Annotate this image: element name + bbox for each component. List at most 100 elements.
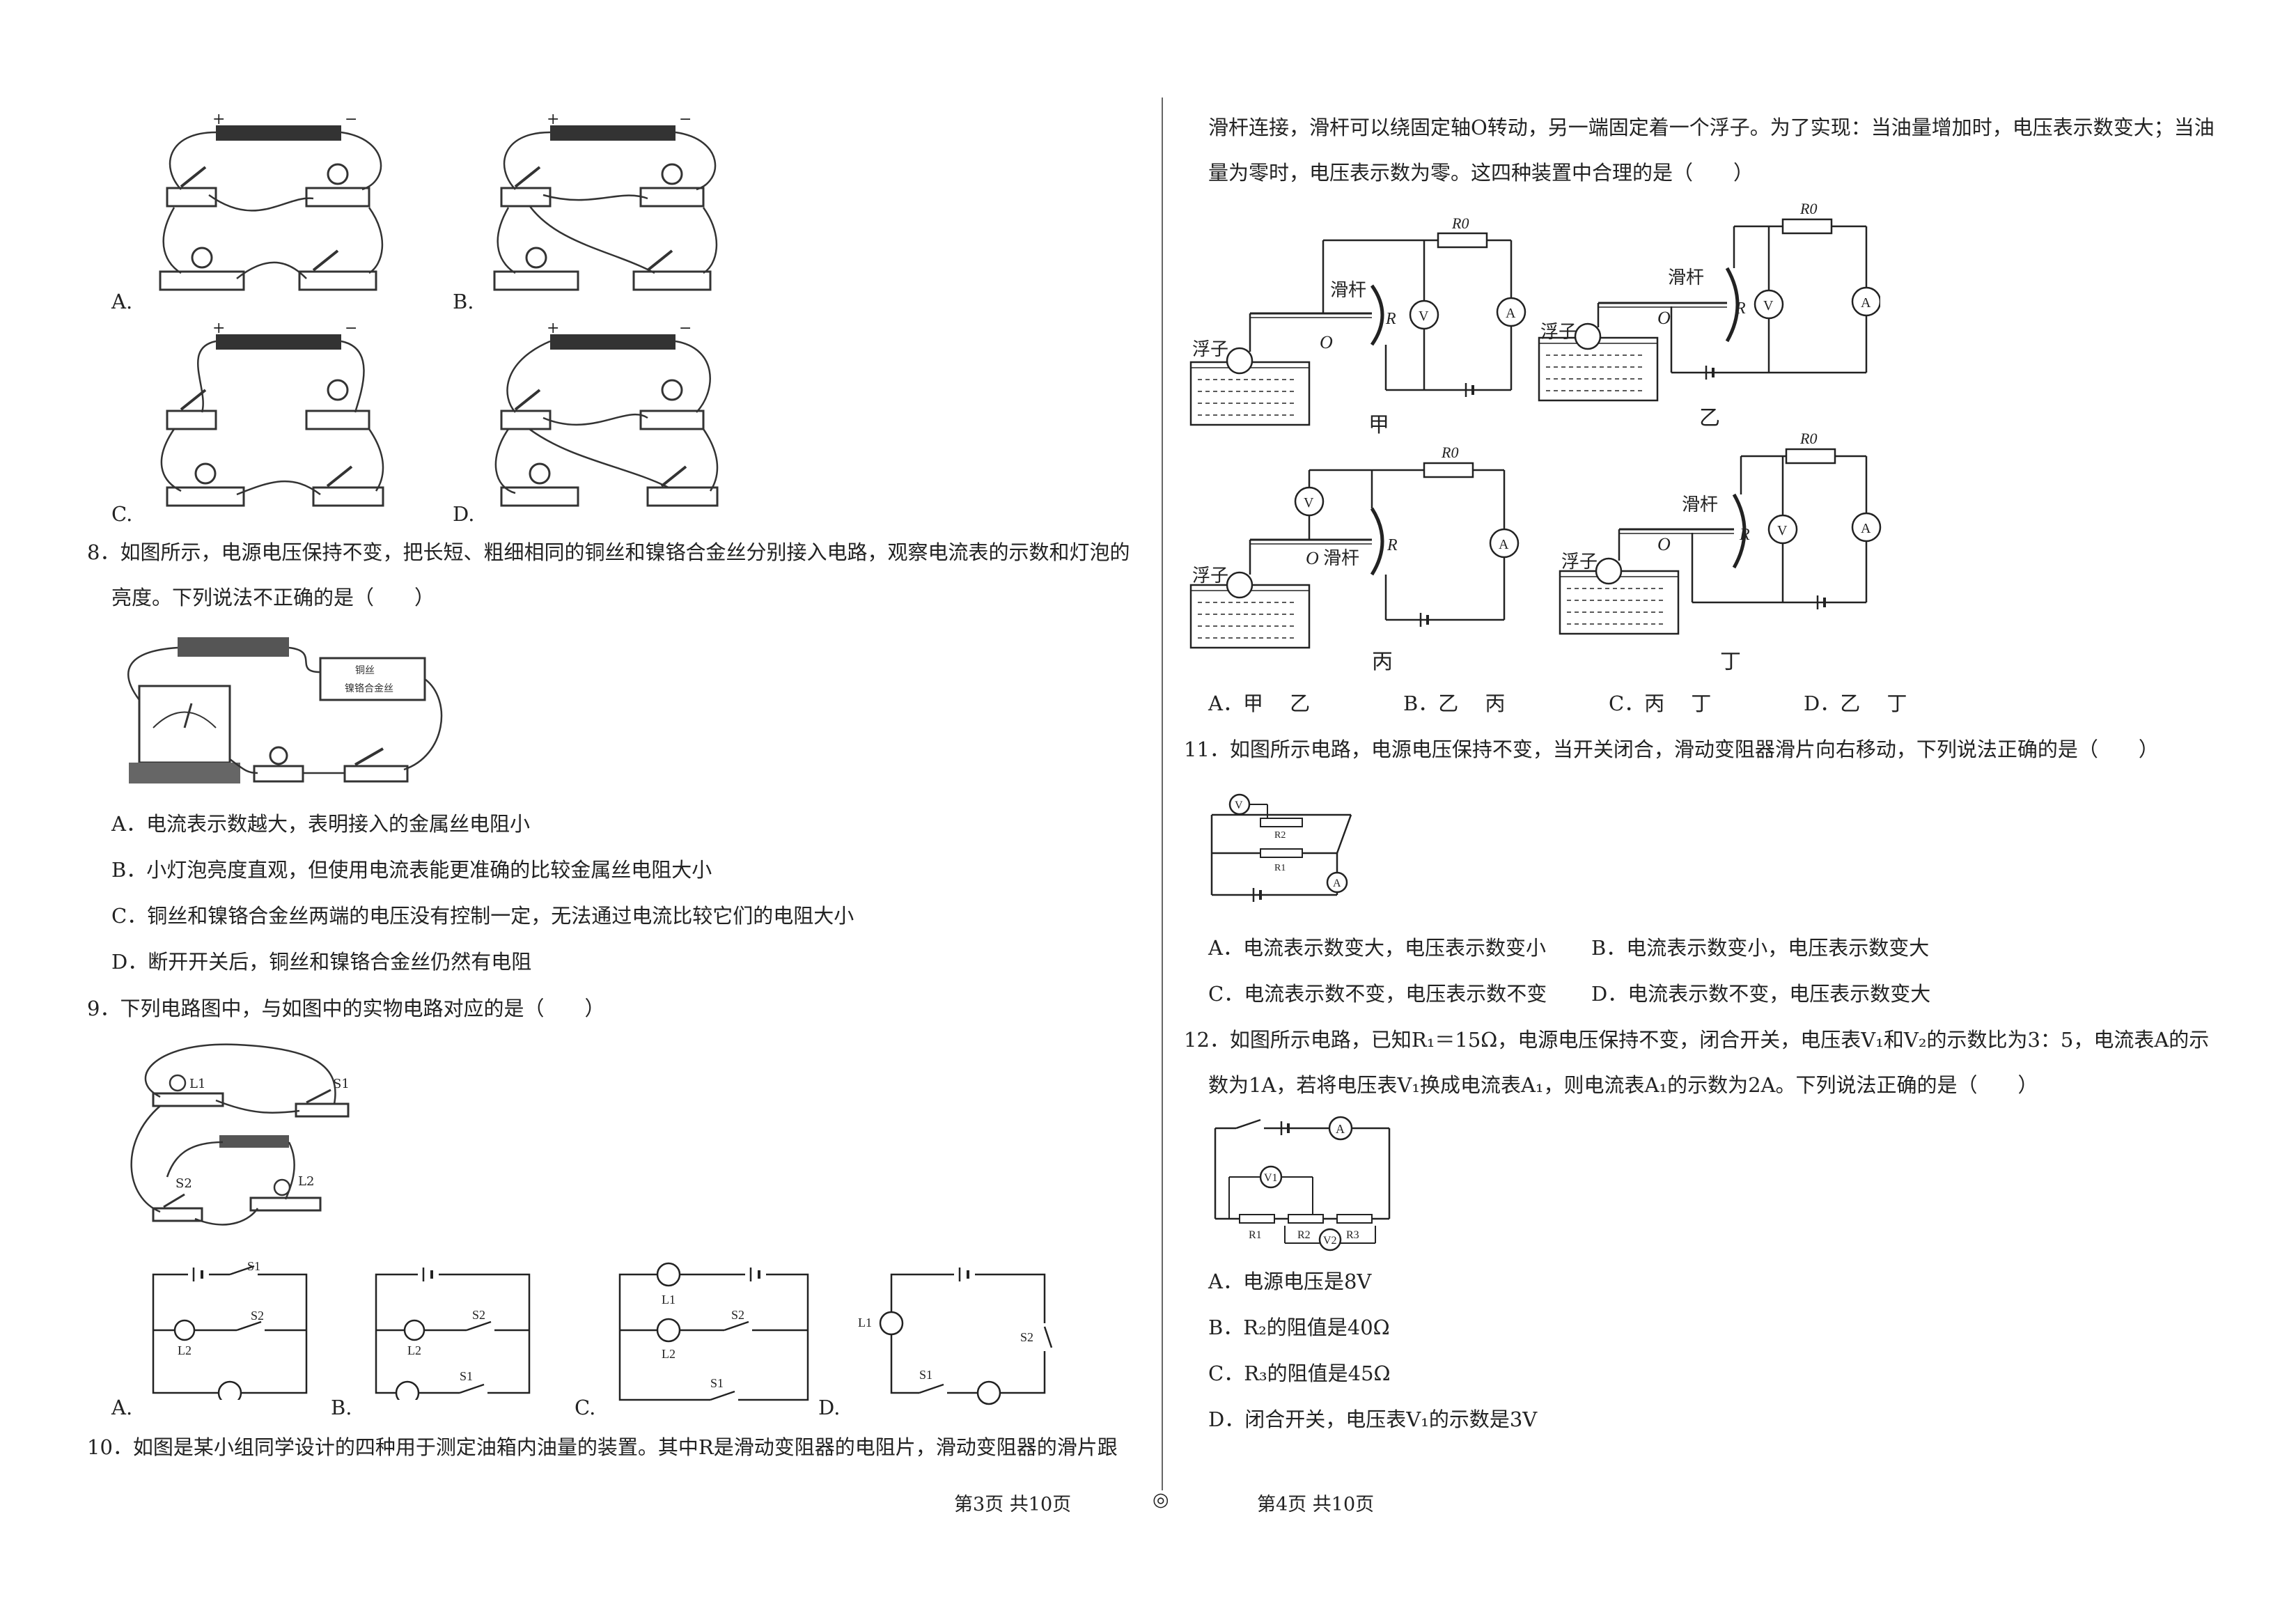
- q9-circuit-b: L2 S2 L1 S1: [362, 1261, 543, 1400]
- q12-option-c[interactable]: C．R₃的阻值是45Ω: [1208, 1362, 1391, 1385]
- q11-option-b[interactable]: B．电流表示数变小，电压表示数变大: [1591, 936, 1930, 960]
- q10-figure-bing: 浮子 O 滑杆 R V R0 A 丙: [1184, 428, 1532, 679]
- svg-text:浮子: 浮子: [1540, 322, 1577, 342]
- q7-option-b[interactable]: B.: [453, 290, 474, 313]
- svg-text:R0: R0: [1441, 444, 1458, 461]
- svg-text:V2: V2: [1323, 1235, 1337, 1247]
- svg-text:O: O: [1306, 548, 1319, 568]
- q12-option-a[interactable]: A．电源电压是8V: [1208, 1270, 1372, 1293]
- svg-text:乙: 乙: [1699, 407, 1720, 430]
- svg-text:A: A: [1336, 1122, 1345, 1136]
- svg-text:L2: L2: [662, 1347, 675, 1361]
- svg-text:L1: L1: [858, 1316, 872, 1329]
- svg-text:R: R: [1387, 536, 1398, 554]
- svg-text:S1: S1: [710, 1376, 724, 1390]
- q8-board-label-copper: 铜丝: [355, 665, 375, 676]
- q8-board-label-alloy: 镍铬合金丝: [345, 683, 393, 694]
- svg-text:−: −: [679, 320, 692, 337]
- svg-text:R0: R0: [1799, 430, 1817, 447]
- svg-text:S2: S2: [731, 1308, 744, 1322]
- q9-option-c[interactable]: C.: [575, 1396, 596, 1419]
- q7-figure-c: +−: [153, 320, 404, 515]
- q9-circuit-a: S1 L2 S2 L1: [139, 1261, 320, 1400]
- svg-text:L2: L2: [298, 1174, 314, 1189]
- svg-text:O: O: [1320, 332, 1333, 352]
- q11-circuit-figure: V R2 R1 A: [1205, 783, 1365, 905]
- q12-option-d[interactable]: D．闭合开关，电压表V₁的示数是3V: [1208, 1407, 1538, 1431]
- svg-text:−: −: [345, 111, 357, 128]
- svg-text:V: V: [1419, 309, 1429, 324]
- svg-text:V: V: [1763, 298, 1774, 313]
- q11-option-c[interactable]: C．电流表示数不变，电压表示数不变: [1208, 982, 1547, 1006]
- q12-option-b[interactable]: B．R₂的阻值是40Ω: [1208, 1316, 1390, 1339]
- q9-option-d[interactable]: D.: [818, 1396, 841, 1419]
- svg-text:R1: R1: [1249, 1229, 1262, 1241]
- svg-text:S1: S1: [460, 1369, 473, 1383]
- svg-text:滑杆: 滑杆: [1323, 548, 1359, 568]
- q9-option-b[interactable]: B.: [331, 1396, 352, 1419]
- q10-option-a[interactable]: A．甲 乙: [1208, 692, 1311, 715]
- svg-text:L2: L2: [407, 1343, 421, 1357]
- svg-text:滑杆: 滑杆: [1668, 267, 1704, 288]
- svg-text:浮子: 浮子: [1192, 566, 1228, 586]
- q8-option-c[interactable]: C．铜丝和镍铬合金丝两端的电压没有控制一定，无法通过电流比较它们的电阻大小: [111, 904, 854, 928]
- svg-text:L2: L2: [983, 1404, 997, 1407]
- svg-text:L1: L1: [189, 1077, 205, 1091]
- svg-text:−: −: [679, 111, 692, 128]
- svg-text:L1: L1: [662, 1293, 675, 1307]
- q8-option-d[interactable]: D．断开开关后，铜丝和镍铬合金丝仍然有电阻: [111, 950, 532, 974]
- q9-option-a[interactable]: A.: [111, 1396, 133, 1419]
- svg-text:丁: 丁: [1720, 650, 1741, 673]
- svg-text:+: +: [212, 111, 225, 128]
- q10-option-d[interactable]: D．乙 丁: [1804, 692, 1907, 715]
- q10-text-line2: 滑杆连接，滑杆可以绕固定轴O转动，另一端固定着一个浮子。为了实现：当油量增加时，…: [1208, 116, 2215, 139]
- q9-text-line1: 9．下列电路图中，与如图中的实物电路对应的是（ ）: [87, 997, 605, 1020]
- svg-text:A: A: [1861, 295, 1871, 311]
- q8-text-line2: 亮度。下列说法不正确的是（ ）: [111, 586, 435, 609]
- svg-text:S1: S1: [333, 1077, 350, 1091]
- svg-text:S2: S2: [175, 1176, 192, 1191]
- q10-figure-jia: 浮子 O 滑杆 R R0 V A 甲: [1184, 209, 1532, 446]
- q9-physical-circuit: L1 S1 S2 L2: [111, 1038, 362, 1240]
- svg-text:A: A: [1333, 878, 1341, 889]
- q8-circuit-figure: 铜丝 镍铬合金丝: [111, 630, 446, 790]
- svg-text:O: O: [1657, 534, 1671, 554]
- svg-text:丙: 丙: [1372, 650, 1393, 673]
- q7-option-a[interactable]: A.: [111, 290, 133, 313]
- q10-option-b[interactable]: B．乙 丙: [1403, 692, 1506, 715]
- svg-text:+: +: [547, 111, 559, 128]
- q9-circuit-d: L1 S2 S1 L2: [850, 1261, 1059, 1407]
- q12-text-line2: 数为1A，若将电压表V₁换成电流表A₁，则电流表A₁的示数为2A。下列说法正确的…: [1208, 1073, 2038, 1097]
- footer-center-mark: ◎: [1153, 1489, 1169, 1511]
- svg-text:S2: S2: [472, 1308, 485, 1322]
- q10-text-line1: 10．如图是某小组同学设计的四种用于测定油箱内油量的装置。其中R是滑动变阻器的电…: [87, 1435, 1118, 1459]
- svg-text:L2: L2: [178, 1343, 192, 1357]
- q9-circuit-c: L1 L2 S2 S1: [606, 1254, 815, 1407]
- q10-text-line3: 量为零时，电压表示数为零。这四种装置中合理的是（ ）: [1208, 161, 1754, 185]
- svg-text:R2: R2: [1274, 830, 1286, 841]
- svg-text:R0: R0: [1799, 200, 1817, 217]
- svg-text:V1: V1: [1264, 1172, 1278, 1184]
- svg-text:V: V: [1777, 523, 1788, 538]
- q10-figure-ding: 浮子 O 滑杆 R R0 V A 丁: [1553, 428, 1887, 679]
- q7-option-d[interactable]: D.: [453, 502, 475, 526]
- svg-text:R: R: [1739, 526, 1750, 544]
- q8-option-a[interactable]: A．电流表示数越大，表明接入的金属丝电阻小: [111, 812, 530, 836]
- q7-figure-d: +−: [487, 320, 738, 515]
- svg-text:V: V: [1304, 495, 1314, 510]
- q7-option-c[interactable]: C.: [111, 502, 133, 526]
- svg-text:−: −: [345, 320, 357, 337]
- svg-text:S2: S2: [251, 1309, 264, 1323]
- svg-text:R3: R3: [1346, 1229, 1359, 1241]
- q12-circuit-figure: A V1 R1 R2 R3 V2: [1208, 1114, 1403, 1254]
- q11-option-d[interactable]: D．电流表示数不变，电压表示数变大: [1591, 982, 1931, 1006]
- svg-text:S1: S1: [247, 1261, 260, 1273]
- svg-text:A: A: [1861, 521, 1871, 536]
- q10-option-c[interactable]: C．丙 丁: [1609, 692, 1712, 715]
- q12-text-line1: 12．如图所示电路，已知R₁＝15Ω，电源电压保持不变，闭合开关，电压表V₁和V…: [1184, 1028, 2210, 1052]
- q11-option-a[interactable]: A．电流表示数变大，电压表示数变小: [1208, 936, 1546, 960]
- q8-option-b[interactable]: B．小灯泡亮度直观，但使用电流表能更准确的比较金属丝电阻大小: [111, 858, 712, 882]
- footer-page-left: 第3页 共10页: [954, 1494, 1072, 1515]
- footer-page-right: 第4页 共10页: [1257, 1494, 1375, 1515]
- svg-text:甲: 甲: [1368, 414, 1389, 437]
